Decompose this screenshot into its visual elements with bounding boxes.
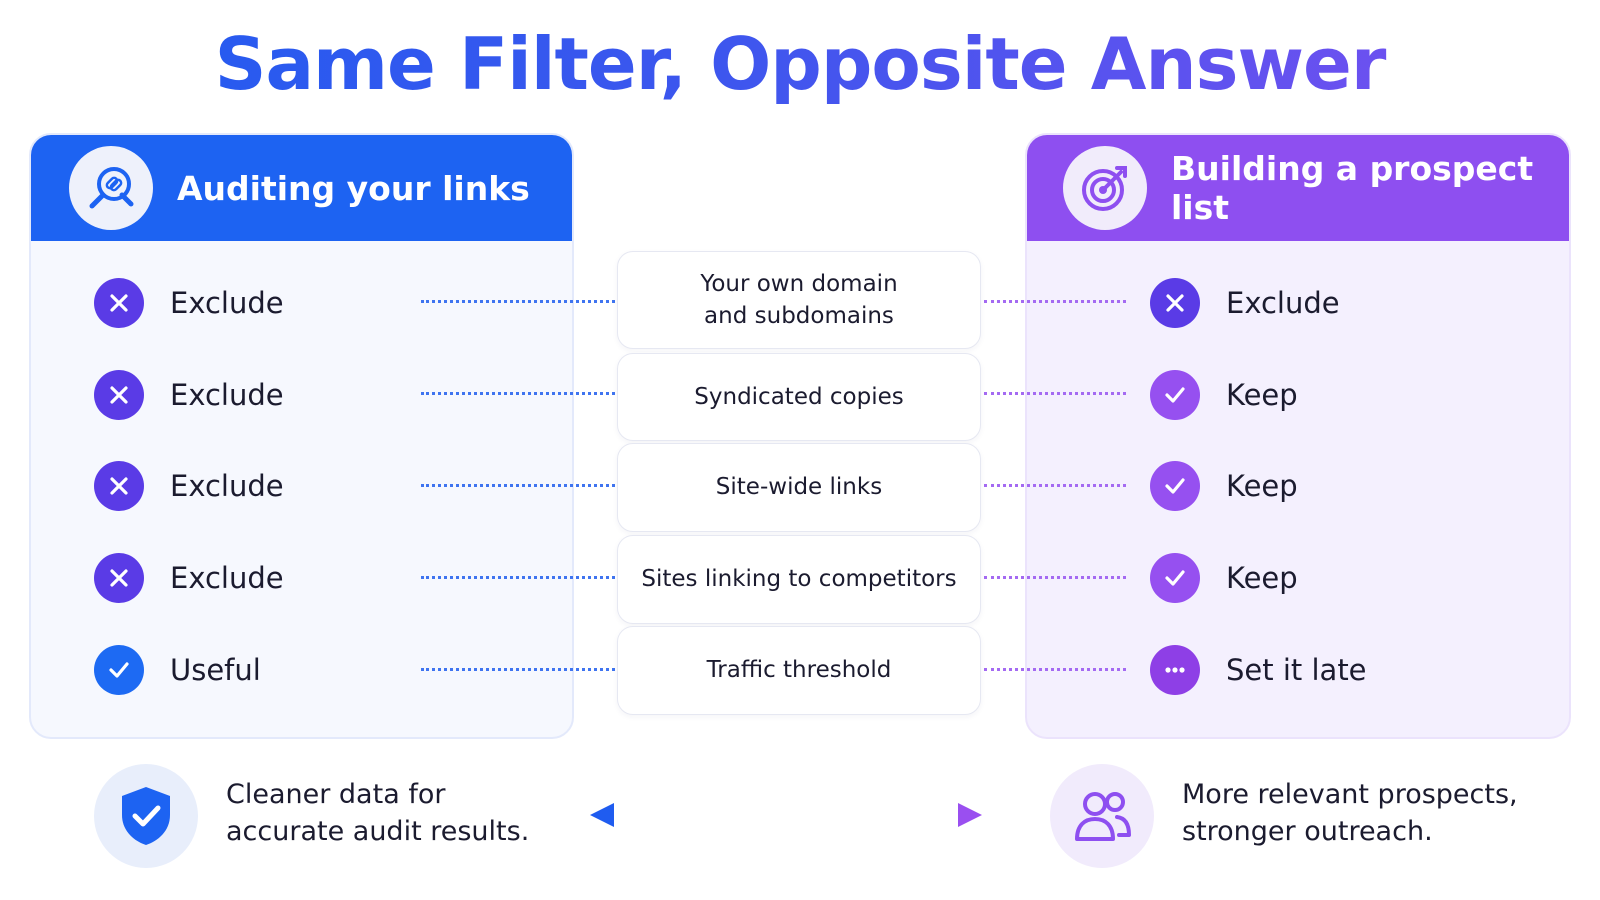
auditing-panel: Auditing your links bbox=[29, 133, 574, 739]
audit-row-label: Exclude bbox=[170, 561, 284, 595]
prospect-row-5: Set it late bbox=[1150, 640, 1367, 700]
prospect-row-label: Exclude bbox=[1226, 286, 1340, 320]
footer-left-line2: accurate audit results. bbox=[226, 816, 530, 848]
audit-row-label: Exclude bbox=[170, 469, 284, 503]
prospect-row-1: Exclude bbox=[1150, 273, 1340, 333]
prospect-row-label: Set it late bbox=[1226, 653, 1367, 687]
people-icon bbox=[1050, 764, 1154, 868]
filter-label: Syndicated copies bbox=[694, 383, 904, 410]
x-icon bbox=[94, 278, 144, 328]
connector-left bbox=[421, 300, 615, 303]
prospect-panel: Building a prospect list bbox=[1025, 133, 1571, 739]
footer-right-text: More relevant prospects, stronger outrea… bbox=[1182, 776, 1518, 851]
connector-right bbox=[984, 668, 1126, 671]
prospect-row-4: Keep bbox=[1150, 548, 1298, 608]
audit-row-label: Exclude bbox=[170, 378, 284, 412]
footer-left-text: Cleaner data for accurate audit results. bbox=[226, 776, 529, 851]
filter-card-traffic: Traffic threshold bbox=[617, 626, 981, 715]
x-icon bbox=[1150, 278, 1200, 328]
auditing-panel-title: Auditing your links bbox=[177, 168, 530, 208]
audit-row-3: Exclude bbox=[94, 456, 284, 516]
footer-right-line1: More relevant prospects, bbox=[1182, 779, 1518, 810]
page-title: Same Filter, Opposite Answer bbox=[0, 22, 1600, 106]
audit-row-5: Useful bbox=[94, 640, 261, 700]
prospect-row-2: Keep bbox=[1150, 365, 1298, 425]
x-icon bbox=[94, 461, 144, 511]
filter-label: Traffic threshold bbox=[706, 657, 892, 684]
x-icon bbox=[94, 553, 144, 603]
audit-row-2: Exclude bbox=[94, 365, 284, 425]
footer-left-line1: Cleaner data for bbox=[226, 779, 446, 810]
filter-label: Sites linking to competitors bbox=[641, 566, 957, 593]
connector-right bbox=[984, 576, 1126, 579]
filter-card-own-domain: Your own domain and subdomains bbox=[617, 251, 981, 349]
shield-check-icon bbox=[94, 764, 198, 868]
prospect-panel-header: Building a prospect list bbox=[1027, 135, 1569, 241]
prospect-panel-title: Building a prospect list bbox=[1171, 149, 1534, 227]
connector-left bbox=[421, 668, 615, 671]
filter-card-syndicated: Syndicated copies bbox=[617, 353, 981, 441]
check-icon bbox=[1150, 553, 1200, 603]
filter-card-sitewide: Site-wide links bbox=[617, 443, 981, 532]
auditing-panel-header: Auditing your links bbox=[31, 135, 572, 241]
connector-left bbox=[421, 576, 615, 579]
prospect-row-label: Keep bbox=[1226, 561, 1298, 595]
connector-right bbox=[984, 392, 1126, 395]
check-icon bbox=[1150, 370, 1200, 420]
more-dots-icon bbox=[1150, 645, 1200, 695]
prospect-row-3: Keep bbox=[1150, 456, 1298, 516]
connector-left bbox=[421, 484, 615, 487]
connector-right bbox=[984, 484, 1126, 487]
prospect-row-label: Keep bbox=[1226, 378, 1298, 412]
filter-label-line2: and subdomains bbox=[704, 303, 894, 329]
audit-row-label: Useful bbox=[170, 653, 261, 687]
magnifier-link-icon bbox=[69, 146, 153, 230]
connector-right bbox=[984, 300, 1126, 303]
filter-label-line1: Your own domain bbox=[700, 270, 898, 297]
audit-row-4: Exclude bbox=[94, 548, 284, 608]
audit-row-label: Exclude bbox=[170, 286, 284, 320]
check-icon bbox=[1150, 461, 1200, 511]
double-arrow-icon bbox=[586, 797, 986, 833]
filter-card-competitors: Sites linking to competitors bbox=[617, 535, 981, 624]
footer-right-line2: stronger outreach. bbox=[1182, 816, 1433, 848]
check-icon bbox=[94, 645, 144, 695]
audit-row-1: Exclude bbox=[94, 273, 284, 333]
prospect-row-label: Keep bbox=[1226, 469, 1298, 503]
connector-left bbox=[421, 392, 615, 395]
filter-label: Site-wide links bbox=[715, 474, 883, 501]
target-icon bbox=[1063, 146, 1147, 230]
x-icon bbox=[94, 370, 144, 420]
